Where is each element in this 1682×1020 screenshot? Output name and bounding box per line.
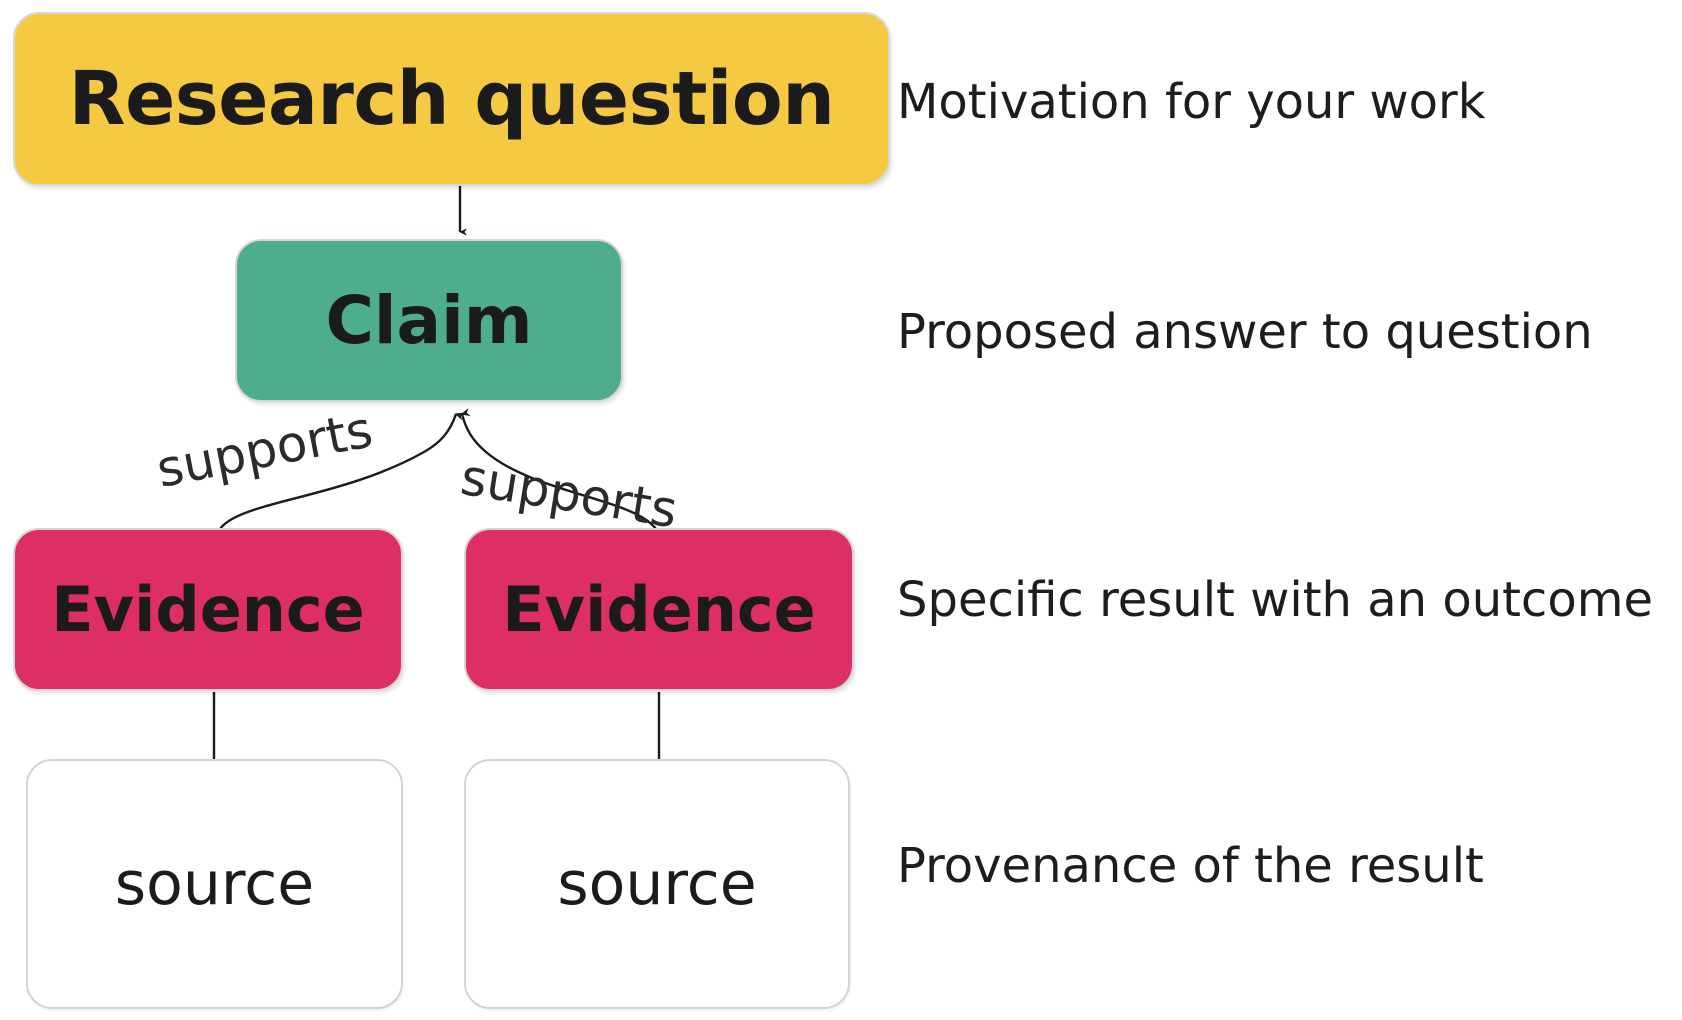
node-claim-label: Claim: [325, 281, 533, 359]
node-evidence-2-label: Evidence: [502, 572, 816, 646]
node-evidence-1-label: Evidence: [51, 572, 365, 646]
node-evidence-1[interactable]: Evidence: [13, 528, 403, 691]
edge-label-supports-right: supports: [456, 448, 682, 540]
annotation-evidence: Specific result with an outcome: [897, 572, 1653, 628]
node-research-question-label: Research question: [68, 56, 835, 142]
node-source-1[interactable]: source: [26, 759, 403, 1009]
node-claim[interactable]: Claim: [235, 239, 623, 402]
node-research-question[interactable]: Research question: [13, 12, 890, 186]
annotation-source: Provenance of the result: [897, 838, 1484, 894]
node-source-1-label: source: [114, 849, 315, 919]
edge-label-supports-left: supports: [152, 400, 378, 499]
annotation-research-question: Motivation for your work: [897, 74, 1486, 130]
node-source-2-label: source: [557, 849, 757, 919]
annotation-claim: Proposed answer to question: [897, 304, 1593, 360]
node-source-2[interactable]: source: [464, 759, 850, 1009]
node-evidence-2[interactable]: Evidence: [464, 528, 854, 691]
